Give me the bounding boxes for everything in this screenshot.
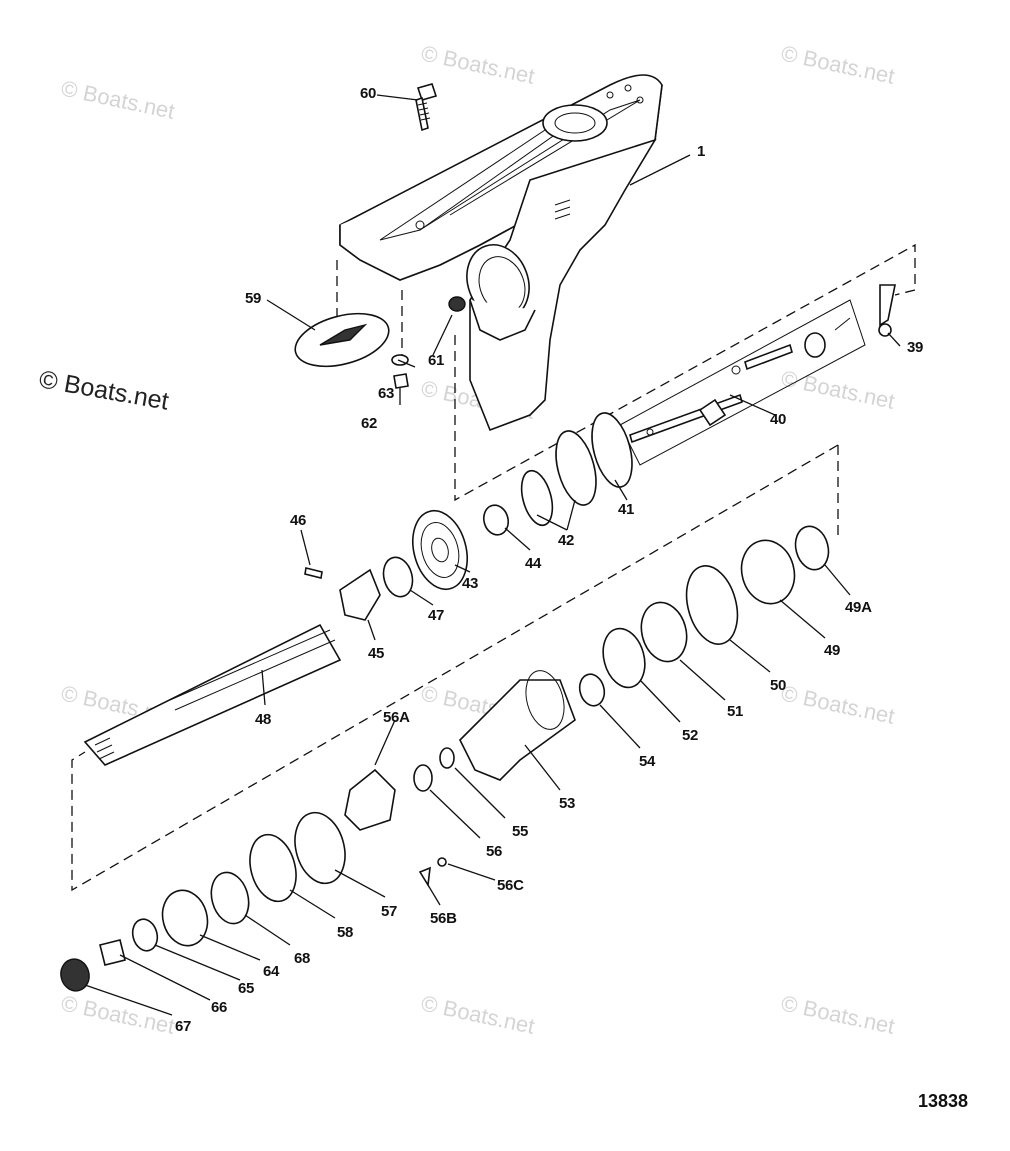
part-label-45: 45 [368,645,384,662]
plug-61 [448,296,466,312]
o-ring-52 [602,627,646,689]
bearing-44 [482,504,510,536]
watermark-5: © Boats.net [779,365,897,413]
propeller-shaft-48 [83,623,342,766]
part-label-48: 48 [255,711,271,728]
ring-50 [685,565,739,645]
watermark-11: © Boats.net [779,990,897,1038]
part-label-1: 1 [697,143,705,160]
bearing-carrier-53 [459,670,576,781]
watermark-8: © Boats.net [779,680,897,728]
watermark-main: © Boats.net [37,365,171,415]
part-label-50: 50 [770,677,786,694]
gear-housing [339,74,663,432]
part-label-62: 62 [361,415,377,432]
anode-plate-59 [294,312,390,368]
pin-46 [304,567,323,579]
part-label-53: 53 [559,795,575,812]
part-label-67: 67 [175,1018,191,1035]
washer-57 [294,811,346,885]
part-label-39: 39 [907,339,923,356]
part-label-40: 40 [770,411,786,428]
part-labels: 1 39 40 41 42 43 44 45 46 47 48 49 49A 5… [175,85,923,1035]
part-label-56b: 56B [430,910,457,927]
link-39 [879,284,896,327]
bearing-51 [640,601,688,663]
part-label-49: 49 [824,642,840,659]
bearing-cup-42 [555,430,597,506]
part-label-47: 47 [428,607,444,624]
washer-55 [439,747,455,769]
retainer-parts [344,747,455,888]
part-label-58: 58 [337,924,353,941]
part-label-43: 43 [462,575,478,592]
part-label-56: 56 [486,843,502,860]
screw-56b [418,866,431,888]
part-label-52: 52 [682,727,698,744]
part-label-64: 64 [263,963,280,980]
part-label-66: 66 [211,999,227,1016]
part-label-68: 68 [294,950,310,967]
part-label-55: 55 [512,823,528,840]
shift-shaft-assembly-40 [619,284,896,466]
ring-47 [382,556,414,598]
watermark-9: © Boats.net [59,990,177,1038]
bearing-carrier-parts [578,525,830,707]
watermark-10: © Boats.net [419,990,537,1038]
watermark-1: © Boats.net [59,75,177,123]
part-label-65: 65 [238,980,254,997]
clutch-parts [304,556,414,621]
retainer-56a [344,768,396,831]
part-label-54: 54 [639,753,656,770]
shim-41 [591,412,633,488]
gear-49 [740,539,796,605]
part-label-42: 42 [558,532,574,549]
part-label-63: 63 [378,385,394,402]
bolt-60 [415,83,438,132]
seal-56 [413,764,433,792]
tab-washer-68 [210,871,250,925]
part-label-41: 41 [618,501,634,518]
part-label-49a: 49A [845,599,872,616]
washer-49a [794,525,830,571]
watermark-3: © Boats.net [779,40,897,88]
propeller-nut-65 [131,918,159,952]
retaining-nut-parts [60,811,346,992]
clutch-45 [339,568,381,621]
bearing-cup-and-race [482,412,633,536]
part-label-56a: 56A [383,709,410,726]
part-label-46: 46 [290,512,306,529]
roller-bearing-42 [520,469,554,527]
tab-washer-66 [99,939,126,966]
part-label-44: 44 [525,555,542,572]
part-label-56c: 56C [497,877,524,894]
watermark-2: © Boats.net [419,40,537,88]
thrust-hub-64 [161,889,209,947]
leader-lines [84,94,901,1016]
part-label-60: 60 [360,85,376,102]
part-label-57: 57 [381,903,397,920]
part-label-61: 61 [428,352,444,369]
nut-67 [60,958,90,992]
part-label-59: 59 [245,290,261,307]
figure-number: 13838 [918,1091,968,1111]
bearing-54 [578,673,606,707]
roller-bearing-58 [249,833,297,903]
part-label-51: 51 [727,703,743,720]
small-fasteners [391,296,466,389]
screw-62 [393,373,409,389]
forward-gear-43 [412,509,468,591]
washer-56c [437,857,447,867]
